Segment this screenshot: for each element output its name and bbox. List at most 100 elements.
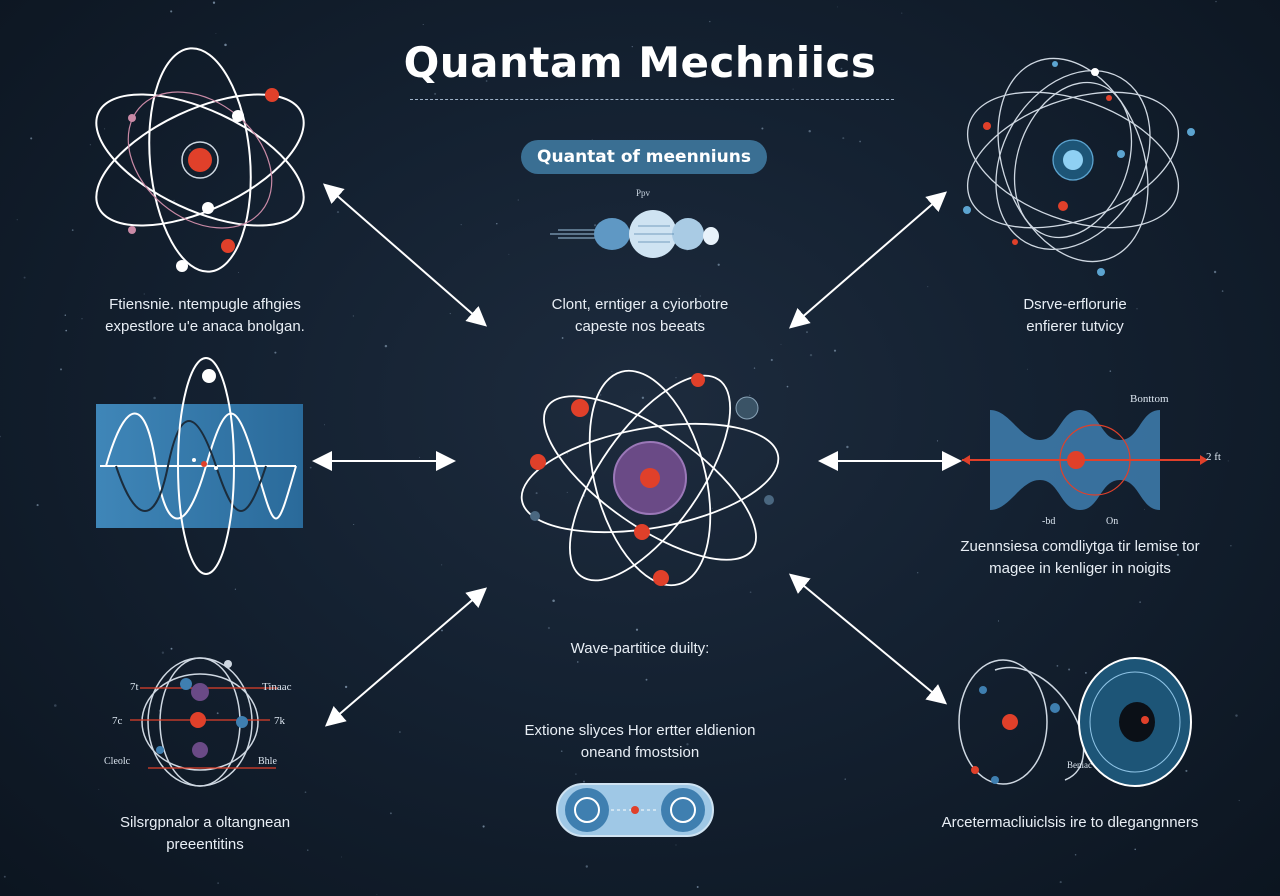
star (675, 844, 677, 846)
star (1144, 508, 1145, 510)
star (840, 67, 843, 70)
star (153, 396, 156, 400)
star (761, 127, 764, 130)
electron-icon (265, 88, 279, 102)
star (577, 661, 579, 663)
star (508, 253, 510, 255)
star (64, 314, 67, 316)
star (1041, 549, 1044, 552)
star (1235, 714, 1238, 717)
wave-right-label: Bonttom (1130, 393, 1169, 405)
wave-right-tick-right: On (1106, 516, 1118, 527)
star (399, 731, 401, 733)
star (717, 263, 720, 266)
star (307, 849, 309, 851)
star (324, 424, 325, 426)
atom-small-label: Beniac (1067, 760, 1092, 770)
star (846, 445, 849, 449)
star (434, 92, 437, 95)
star (217, 882, 219, 884)
star (833, 349, 837, 352)
arrow-bottom-right (788, 573, 948, 705)
particle-icon (202, 369, 216, 383)
star (54, 704, 57, 707)
star (1134, 848, 1136, 851)
star (30, 137, 33, 140)
star (340, 856, 342, 858)
wave-small-label: Ppv (636, 188, 651, 198)
star (780, 343, 782, 345)
star (517, 199, 520, 201)
star (496, 223, 498, 225)
star (304, 791, 307, 794)
star (353, 523, 355, 526)
star (562, 66, 565, 69)
caption-center: Wave-partitice duilty: (570, 640, 710, 657)
orbital-diagram-bottom-left: 7t Tinaac 7c 7k Cleolc Bhle (104, 657, 292, 787)
star (808, 129, 811, 133)
star (1026, 368, 1028, 370)
star (234, 588, 237, 590)
star (599, 394, 602, 396)
orbit-label: 7k (274, 715, 286, 727)
star (1074, 853, 1077, 856)
orbit-label: Tinaac (262, 681, 292, 693)
star (1227, 460, 1229, 462)
star (376, 894, 378, 896)
subtitle-pill: Quantat of meenniuns (521, 140, 767, 174)
star (786, 385, 789, 388)
central-atom-diagram (520, 369, 780, 587)
star (1056, 665, 1059, 667)
star (215, 33, 217, 34)
star (89, 144, 91, 146)
star (389, 812, 392, 815)
orbit-label: Bhle (258, 756, 277, 767)
arrow-bottom-left (324, 587, 488, 727)
star (309, 466, 312, 469)
star (1109, 370, 1112, 372)
page-title: Quantam Mechniics (403, 38, 877, 87)
star (98, 788, 100, 790)
atom-diagram-top-left (95, 47, 305, 273)
star (170, 647, 173, 650)
orbit-label: 7t (130, 681, 139, 693)
star (104, 128, 106, 130)
star (1213, 270, 1217, 274)
star (482, 825, 485, 828)
star (3, 875, 6, 878)
star (1185, 769, 1188, 772)
star (1084, 671, 1087, 674)
star (566, 491, 568, 493)
star (1011, 121, 1013, 123)
star (997, 620, 1000, 622)
star (675, 377, 677, 379)
star (806, 331, 808, 333)
atom-diagram-bottom-right: Beniac (958, 657, 1192, 787)
arrow-top-right (788, 191, 948, 329)
star (1215, 0, 1217, 3)
star (23, 276, 26, 279)
star (699, 295, 701, 297)
star (0, 435, 2, 438)
star (65, 329, 68, 332)
star (641, 396, 645, 399)
star (792, 88, 794, 90)
star (189, 149, 191, 151)
star (585, 865, 588, 868)
star (635, 628, 639, 631)
star (583, 780, 585, 783)
orbit-label: Cleolc (104, 756, 131, 767)
star (1230, 545, 1232, 547)
star (170, 10, 173, 13)
probability-wave-plot: Bonttom 2 ft -bd On (962, 393, 1221, 527)
star (917, 572, 919, 574)
star (552, 599, 555, 603)
entanglement-capsule (556, 783, 714, 837)
caption-bottom-right: Arcetermacliuiclsis ire to dlegangnners (941, 814, 1199, 831)
